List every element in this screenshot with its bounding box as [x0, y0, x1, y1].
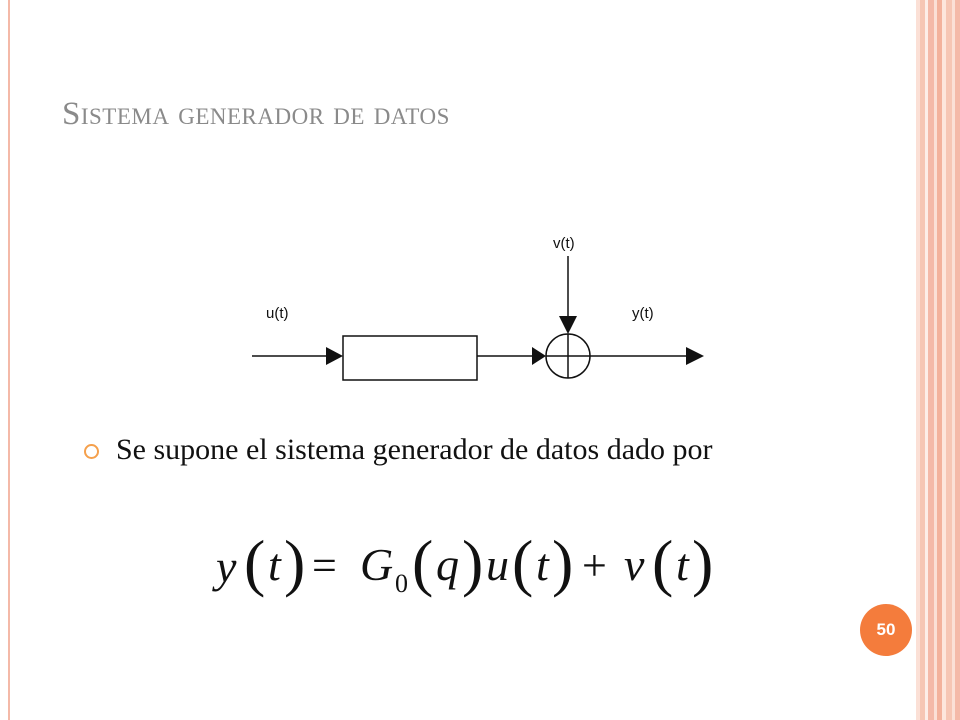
noise-arrowhead	[559, 316, 577, 334]
right-decorative-stripes	[916, 0, 960, 720]
eq-t: t	[676, 539, 690, 590]
eq-paren: (	[512, 532, 533, 598]
eq-equals: =	[312, 541, 337, 590]
output-arrowhead	[686, 347, 704, 365]
left-frame-line	[8, 0, 10, 720]
eq-lhs-y: y	[212, 541, 237, 592]
equation: y ( t ) = G 0 ( q ) u ( t ) + v ( t )	[212, 532, 713, 598]
eq-paren: )	[692, 532, 713, 598]
page-number-badge: 50	[860, 604, 912, 656]
eq-paren: )	[552, 532, 573, 598]
junction-input-arrowhead	[532, 347, 546, 365]
input-arrowhead	[326, 347, 343, 365]
eq-paren: (	[244, 532, 265, 598]
eq-plus: +	[582, 541, 607, 590]
eq-q: q	[436, 539, 459, 590]
eq-plant-subscript: 0	[395, 569, 408, 598]
bullet-circle-icon	[84, 444, 99, 459]
eq-plant-g: G	[360, 539, 393, 590]
input-label: u(t)	[266, 305, 289, 322]
eq-t: t	[536, 539, 550, 590]
eq-paren: )	[462, 532, 483, 598]
eq-paren: )	[284, 532, 305, 598]
eq-t: t	[268, 539, 282, 590]
noise-label: v(t)	[553, 235, 575, 252]
output-label: y(t)	[632, 305, 654, 322]
eq-noise-v: v	[624, 539, 645, 590]
eq-paren: (	[412, 532, 433, 598]
block-diagram: u(t) v(t) y(t)	[252, 235, 704, 381]
eq-paren: (	[652, 532, 673, 598]
system-block	[342, 335, 478, 381]
slide-title: Sistema generador de datos	[62, 96, 450, 132]
eq-input-u: u	[486, 539, 509, 590]
bullet-text: Se supone el sistema generador de datos …	[116, 433, 713, 466]
